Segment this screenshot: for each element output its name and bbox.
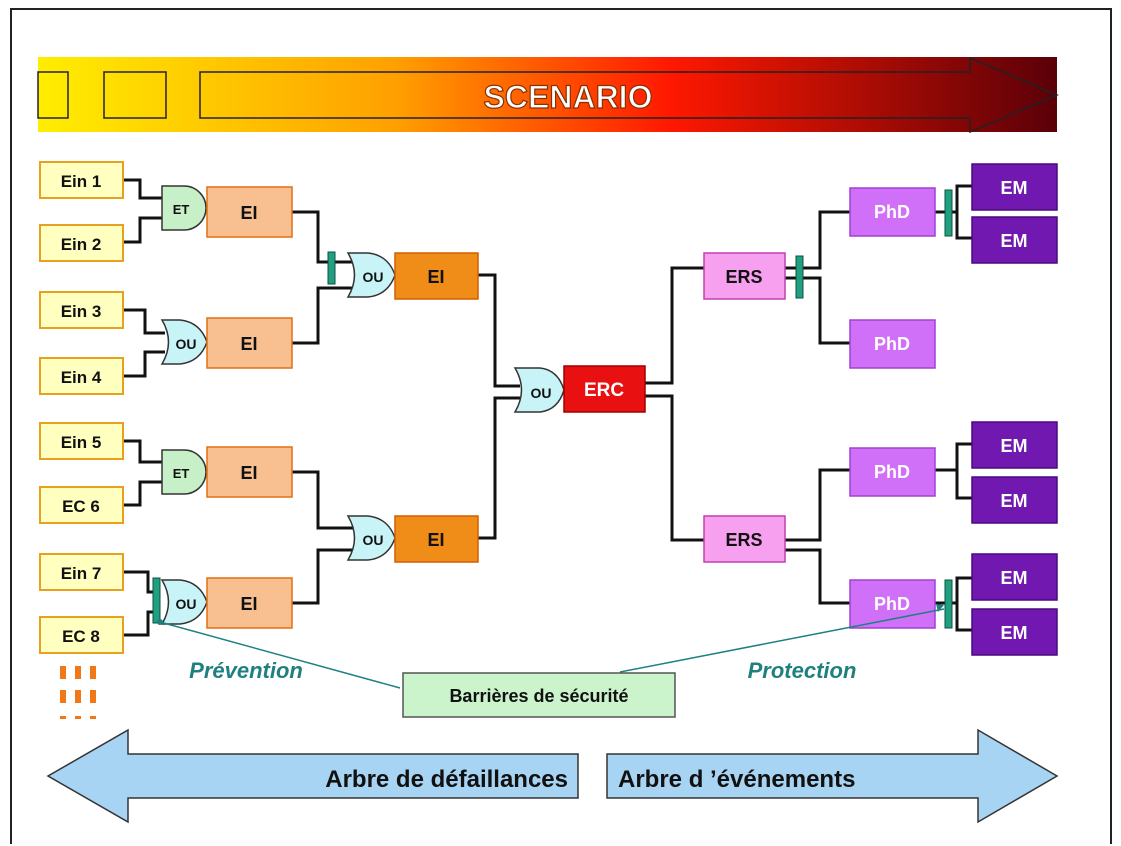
prevention-caption: Prévention bbox=[189, 658, 303, 683]
ei-label: EI bbox=[427, 267, 444, 287]
erc-label: ERC bbox=[584, 380, 624, 401]
em-label: EM bbox=[1001, 568, 1028, 588]
banner-box-small bbox=[37, 71, 69, 119]
input-label: Ein 1 bbox=[61, 172, 102, 191]
phenomenon-box: PhD bbox=[849, 319, 936, 369]
phd-label: PhD bbox=[874, 202, 910, 222]
callout-arrowhead bbox=[936, 604, 944, 612]
or-gate: OU bbox=[160, 579, 208, 625]
input-label: EC 8 bbox=[62, 627, 100, 646]
central-event-box: ERC bbox=[563, 365, 646, 413]
or-gate: OU bbox=[346, 515, 396, 561]
gate-label: OU bbox=[363, 269, 384, 285]
barriers-label: Barrières de sécurité bbox=[449, 686, 628, 706]
input-box: EC 8 bbox=[39, 616, 124, 654]
barrier-marker bbox=[152, 577, 161, 624]
ers-label: ERS bbox=[725, 267, 762, 287]
or-gate: OU bbox=[160, 319, 208, 365]
major-event-box: EM bbox=[971, 421, 1058, 469]
protection-caption: Protection bbox=[748, 658, 857, 683]
input-box: Ein 4 bbox=[39, 357, 124, 395]
ei-label: EI bbox=[240, 594, 257, 614]
barrier-markers bbox=[152, 189, 953, 629]
intermediate-event-box: EI bbox=[206, 446, 293, 498]
callout-dot bbox=[157, 619, 163, 625]
major-event-box: EM bbox=[971, 608, 1058, 656]
barrier-marker bbox=[795, 255, 804, 299]
banner-arrow bbox=[199, 56, 1059, 134]
ei-label: EI bbox=[240, 334, 257, 354]
gate-label: OU bbox=[176, 336, 197, 352]
secondary-event-box: ERS bbox=[703, 515, 786, 563]
intermediate-event-box: EI bbox=[394, 515, 479, 563]
em-label: EM bbox=[1001, 623, 1028, 643]
ei-label: EI bbox=[240, 203, 257, 223]
intermediate-event-box: EI bbox=[206, 186, 293, 238]
intermediate-event-box: EI bbox=[206, 577, 293, 629]
input-label: Ein 3 bbox=[61, 302, 102, 321]
barrier-marker bbox=[327, 251, 336, 285]
banner-title: SCENARIO bbox=[484, 79, 653, 115]
em-label: EM bbox=[1001, 231, 1028, 251]
intermediate-event-box: EI bbox=[206, 317, 293, 369]
ei-label: EI bbox=[240, 463, 257, 483]
phd-label: PhD bbox=[874, 594, 910, 614]
input-box: Ein 1 bbox=[39, 161, 124, 199]
ers-label: ERS bbox=[725, 530, 762, 550]
and-gate: ET bbox=[161, 185, 207, 231]
phd-label: PhD bbox=[874, 334, 910, 354]
input-events: Ein 1 Ein 2 Ein 3 Ein 4 Ein 5 EC 6 Ein 7… bbox=[39, 161, 124, 654]
input-label: Ein 4 bbox=[61, 368, 102, 387]
gate-label: OU bbox=[531, 385, 552, 401]
gate-label: OU bbox=[363, 532, 384, 548]
phenomenon-box: PhD bbox=[849, 447, 936, 497]
or-gate: OU bbox=[513, 367, 565, 413]
barrier-marker bbox=[944, 579, 953, 629]
input-box: Ein 3 bbox=[39, 291, 124, 329]
fault-tree-arrow: Arbre de défaillances bbox=[46, 728, 579, 824]
scenario-banner: SCENARIO bbox=[37, 56, 1059, 134]
major-event-box: EM bbox=[971, 553, 1058, 601]
and-gate: ET bbox=[161, 449, 207, 495]
em-label: EM bbox=[1001, 491, 1028, 511]
input-box: Ein 2 bbox=[39, 224, 124, 262]
event-tree-label: Arbre d ’événements bbox=[618, 766, 855, 793]
phd-label: PhD bbox=[874, 462, 910, 482]
barrier-marker bbox=[944, 189, 953, 237]
input-box: Ein 7 bbox=[39, 553, 124, 591]
phenomenon-box: PhD bbox=[849, 187, 936, 237]
banner-box-medium bbox=[103, 71, 167, 119]
input-box: Ein 5 bbox=[39, 422, 124, 460]
phenomenon-box: PhD bbox=[849, 579, 936, 629]
input-label: Ein 5 bbox=[61, 433, 102, 452]
or-gate: OU bbox=[346, 252, 396, 298]
barriers-label-box: Barrières de sécurité bbox=[402, 672, 676, 718]
input-label: Ein 2 bbox=[61, 235, 102, 254]
continuation-dashes bbox=[60, 666, 96, 719]
gate-label: ET bbox=[173, 202, 190, 217]
major-event-box: EM bbox=[971, 216, 1058, 264]
major-event-box: EM bbox=[971, 476, 1058, 524]
input-label: EC 6 bbox=[62, 497, 100, 516]
gate-label: ET bbox=[173, 466, 190, 481]
major-event-box: EM bbox=[971, 163, 1058, 211]
gate-label: OU bbox=[176, 596, 197, 612]
input-box: EC 6 bbox=[39, 486, 124, 524]
slide-frame bbox=[10, 8, 1112, 844]
em-label: EM bbox=[1001, 178, 1028, 198]
secondary-event-box: ERS bbox=[703, 252, 786, 300]
fault-tree-label: Arbre de défaillances bbox=[325, 766, 568, 793]
barrier-callout-lines bbox=[159, 608, 945, 689]
connector-lines bbox=[123, 178, 972, 637]
event-tree-arrow: Arbre d ’événements bbox=[606, 728, 1059, 824]
intermediate-event-box: EI bbox=[394, 252, 479, 300]
ei-label: EI bbox=[427, 530, 444, 550]
input-label: Ein 7 bbox=[61, 564, 102, 583]
em-label: EM bbox=[1001, 436, 1028, 456]
connector-inner-lines bbox=[642, 272, 815, 546]
